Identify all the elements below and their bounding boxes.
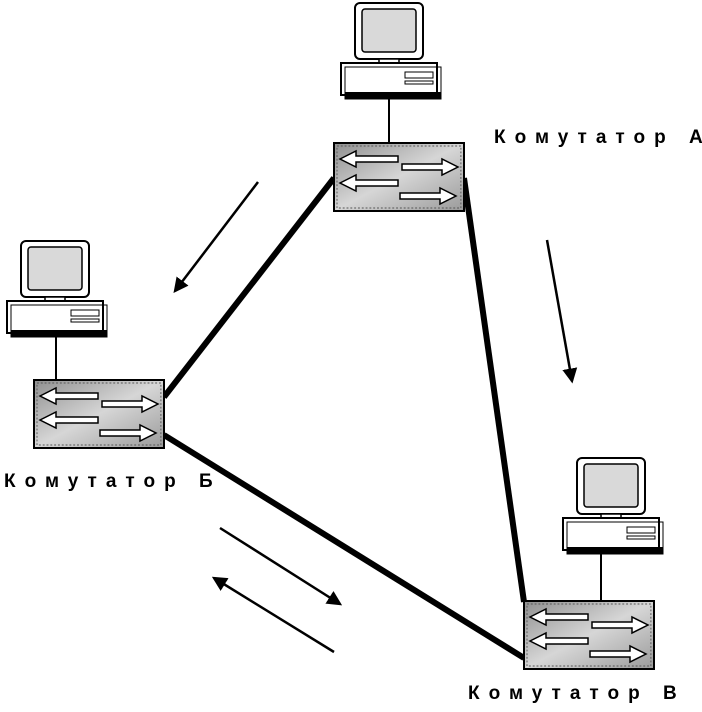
switch-icon: [33, 379, 165, 449]
switch-icon: [523, 600, 655, 670]
arrow-icon: [211, 576, 335, 654]
switch-a-label: Комутатор А: [494, 127, 702, 148]
arrow-icon: [173, 181, 259, 293]
switch-v-label: Комутатор В: [468, 683, 686, 704]
arrow-icon: [545, 239, 578, 384]
switch-icon: [333, 142, 465, 212]
computer-icon: [340, 2, 442, 100]
computer-icon: [562, 457, 664, 555]
link-a-b: [161, 176, 337, 399]
switch-b-label: Комутатор Б: [4, 471, 222, 492]
computer-icon: [6, 240, 108, 338]
arrow-icon: [219, 526, 343, 606]
link-b-v: [162, 432, 526, 661]
link-a-v: [461, 177, 527, 603]
